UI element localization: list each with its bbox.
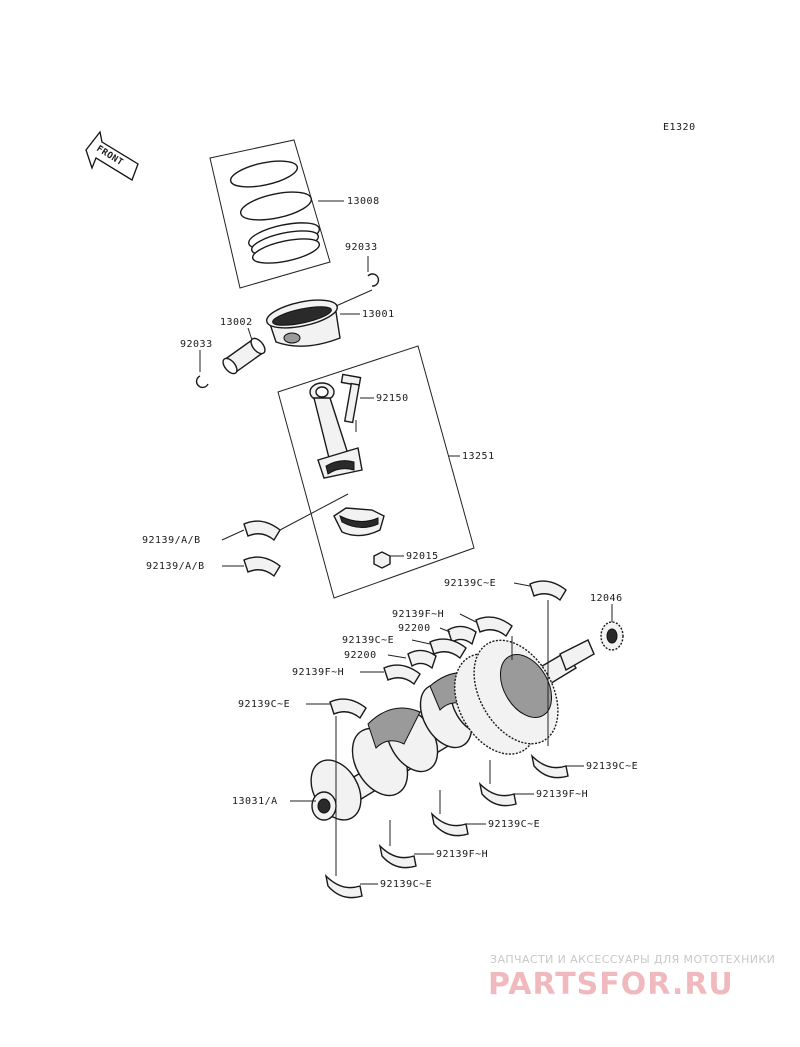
con-rod-nut — [373, 551, 391, 569]
piston-pin — [222, 337, 266, 375]
piston — [265, 299, 341, 347]
main-bearing-upper-1 — [529, 580, 567, 602]
label-13002: 13002 — [220, 317, 253, 328]
main-bearing-lower-3 — [430, 811, 469, 837]
label-92139fh-a: 92139F~H — [392, 609, 444, 620]
circlip-upper — [367, 273, 380, 287]
circlip-lower — [195, 375, 209, 389]
label-92139fh-b: 92139F~H — [292, 667, 344, 678]
label-92033-lower: 92033 — [180, 339, 213, 350]
label-92139fh-c: 92139F~H — [536, 789, 588, 800]
crankshaft — [310, 639, 595, 821]
watermark-logo: PARTSFOR.RU — [488, 967, 734, 1002]
main-bearing-lower-2 — [478, 781, 517, 807]
main-bearing-upper-2 — [475, 616, 513, 638]
main-bearing-upper-5 — [329, 698, 367, 720]
label-92139ce-a: 92139C~E — [444, 578, 496, 589]
label-92200-a: 92200 — [398, 623, 431, 634]
con-rod-bolt — [340, 373, 362, 424]
label-92139ce-e: 92139C~E — [488, 819, 540, 830]
connecting-rod — [309, 382, 363, 479]
label-92139ce-b: 92139C~E — [342, 635, 394, 646]
con-rod-bearing-upper — [243, 520, 281, 542]
label-92150: 92150 — [376, 393, 409, 404]
piston-ring-set — [209, 139, 331, 289]
front-direction-arrow: FRONT — [85, 130, 139, 181]
label-92033-upper: 92033 — [345, 242, 378, 253]
con-rod-cap — [333, 507, 385, 537]
main-bearing-lower-4 — [378, 843, 417, 869]
crank-gear-12046 — [600, 621, 624, 651]
label-13008: 13008 — [347, 196, 380, 207]
label-13251: 13251 — [462, 451, 495, 462]
diagram-code: E1320 — [663, 122, 696, 133]
thrust-washer-2 — [407, 649, 437, 670]
label-92200-b: 92200 — [344, 650, 377, 661]
label-92139ce-f: 92139C~E — [380, 879, 432, 890]
watermark-tagline: ЗАПЧАСТИ И АКСЕССУАРЫ ДЛЯ МОТОТЕХНИКИ — [490, 953, 775, 966]
main-bearing-upper-3 — [429, 638, 467, 660]
label-92139ab-2: 92139/A/B — [146, 561, 205, 572]
main-bearing-lower-5 — [324, 873, 363, 899]
label-92139ab-1: 92139/A/B — [142, 535, 201, 546]
main-bearing-lower-1 — [530, 753, 569, 779]
label-13031a: 13031/A — [232, 796, 278, 807]
label-12046: 12046 — [590, 593, 623, 604]
con-rod-bearing-lower — [243, 556, 281, 578]
label-92139fh-d: 92139F~H — [436, 849, 488, 860]
thrust-washer-1 — [447, 625, 477, 646]
main-bearing-upper-4 — [383, 664, 421, 686]
label-92139ce-d: 92139C~E — [586, 761, 638, 772]
label-92139ce-c: 92139C~E — [238, 699, 290, 710]
label-92015: 92015 — [406, 551, 439, 562]
label-13001: 13001 — [362, 309, 395, 320]
